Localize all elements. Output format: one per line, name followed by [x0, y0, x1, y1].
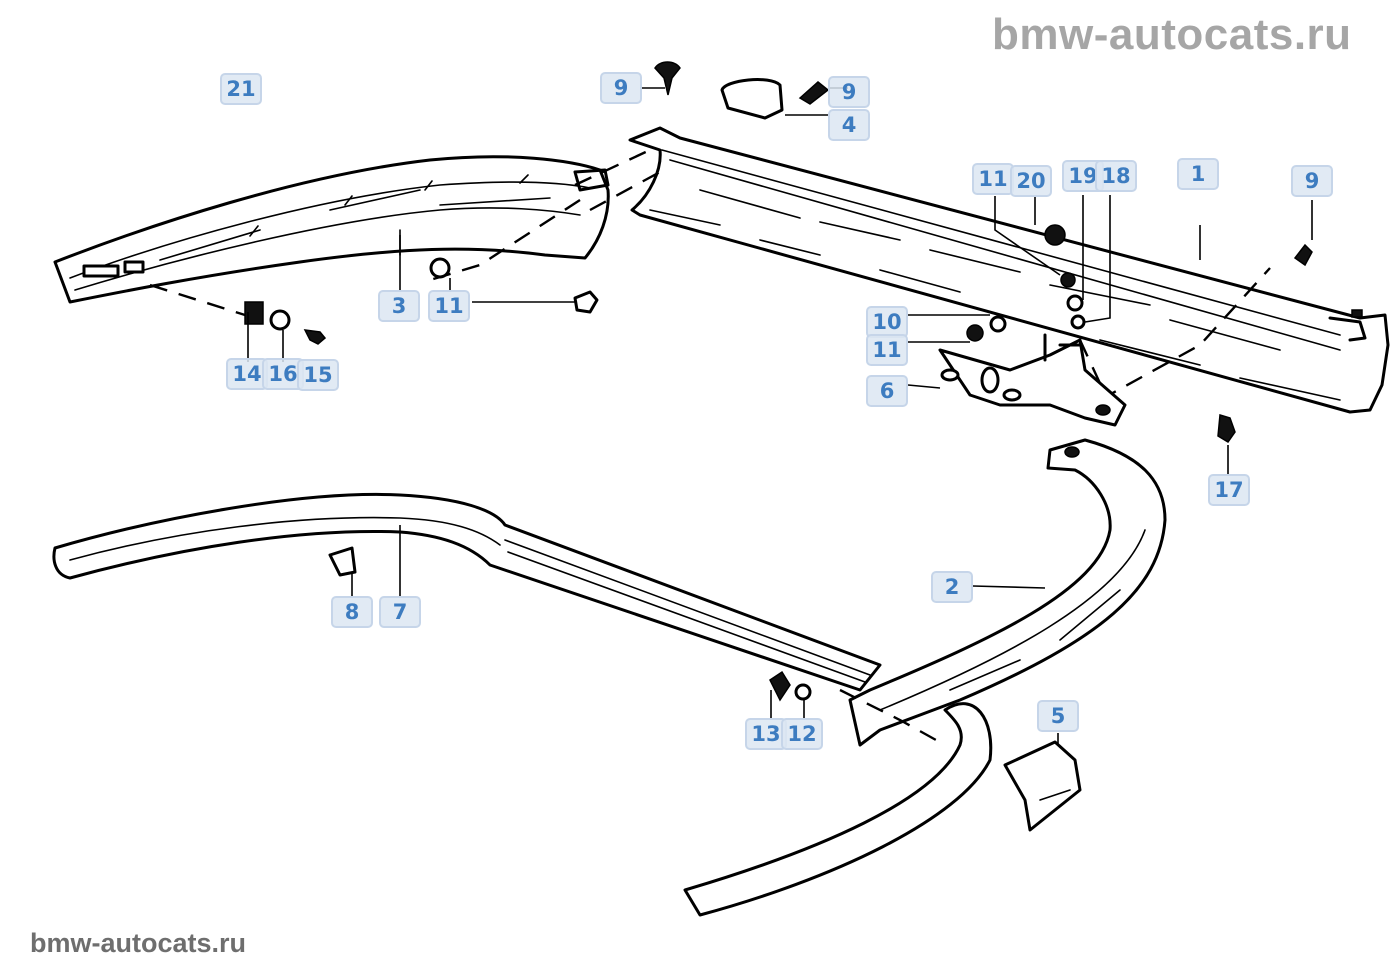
- callout-11[interactable]: 11: [428, 290, 470, 322]
- part-2-right-rail: [848, 438, 1167, 747]
- callout-12[interactable]: 12: [781, 718, 823, 750]
- part-5-end-cap: [1003, 740, 1082, 832]
- callout-15[interactable]: 15: [297, 359, 339, 391]
- callout-5[interactable]: 5: [1037, 700, 1079, 732]
- callout-21[interactable]: 21: [220, 73, 262, 105]
- callout-17[interactable]: 17: [1208, 474, 1250, 506]
- part-3-left-rail: [53, 155, 610, 304]
- callout-6[interactable]: 6: [866, 375, 908, 407]
- assembly-dashed-lines: [149, 148, 1271, 747]
- callout-11[interactable]: 11: [972, 163, 1014, 195]
- part-lower-trim: [683, 702, 993, 917]
- callout-18[interactable]: 18: [1095, 160, 1137, 192]
- callout-3[interactable]: 3: [378, 290, 420, 322]
- part-6-hinge-bracket: [938, 333, 1127, 427]
- callout-8[interactable]: 8: [331, 596, 373, 628]
- callout-20[interactable]: 20: [1010, 165, 1052, 197]
- watermark-bottom: bmw-autocats.ru: [30, 928, 247, 958]
- callout-7[interactable]: 7: [379, 596, 421, 628]
- callout-9[interactable]: 9: [600, 72, 642, 104]
- callout-10[interactable]: 10: [866, 306, 908, 338]
- part-1-cross-member: [628, 126, 1390, 414]
- callout-11[interactable]: 11: [866, 334, 908, 366]
- leader-lines: [247, 87, 1313, 745]
- callout-14[interactable]: 14: [226, 358, 268, 390]
- fasteners: [244, 61, 1313, 702]
- watermark-top: bmw-autocats.ru: [992, 10, 1352, 59]
- callout-4[interactable]: 4: [828, 109, 870, 141]
- part-7-lower-rail: [52, 492, 882, 692]
- callout-2[interactable]: 2: [931, 571, 973, 603]
- callout-1[interactable]: 1: [1177, 158, 1219, 190]
- callout-9[interactable]: 9: [828, 76, 870, 108]
- callout-9[interactable]: 9: [1291, 165, 1333, 197]
